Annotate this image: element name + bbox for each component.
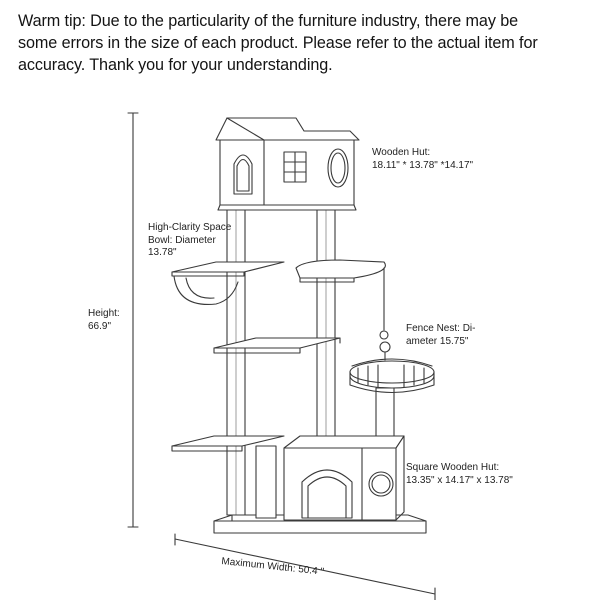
square-hut-label-line-2: 13.35" x 14.17" x 13.78" <box>406 474 513 486</box>
wooden-hut-label: Wooden Hut: 18.11" * 13.78" *14.17" <box>372 147 473 172</box>
wooden-hut-label-line-1: Wooden Hut: <box>372 147 431 158</box>
space-bowl-label-line-2: Bowl: Diameter <box>148 234 216 246</box>
top-hut <box>215 117 360 211</box>
square-hut-label-line-1: Square Wooden Hut: <box>406 462 500 473</box>
warm-tip-line-2: some errors in the size of each product.… <box>18 34 538 52</box>
fence-nest-label-line-2: ameter 15.75" <box>406 335 469 347</box>
height-label-line-1: Height: <box>88 308 120 319</box>
warm-tip-text: Warm tip: Due to the particularity of th… <box>18 10 588 76</box>
square-hut-label: Square Wooden Hut: 13.35" x 14.17" x 13.… <box>406 462 513 487</box>
space-bowl-label-line-1: High-Clarity Space <box>148 222 232 233</box>
fence-nest <box>349 341 435 441</box>
space-bowl-label: High-Clarity Space Bowl: Diameter 13.78" <box>148 222 231 260</box>
height-label-line-2: 66.9" <box>88 320 112 332</box>
fence-nest-label: Fence Nest: Di- ameter 15.75" <box>406 323 475 348</box>
right-post <box>316 209 336 439</box>
warm-tip-line-1: Warm tip: Due to the particularity of th… <box>18 12 519 30</box>
square-wooden-hut <box>283 435 405 521</box>
height-label: Height: 66.9" <box>88 308 120 333</box>
lower-left-step <box>171 435 285 519</box>
width-dimension-line <box>174 533 436 600</box>
warm-tip-line-3: accuracy. Thank you for your understandi… <box>18 56 333 74</box>
upper-right-platform <box>295 259 389 340</box>
space-bowl-platform <box>171 261 285 305</box>
height-dimension-line <box>127 112 139 528</box>
middle-platform <box>213 337 341 354</box>
wooden-hut-label-line-2: 18.11" * 13.78" *14.17" <box>372 159 474 171</box>
space-bowl-label-line-3: 13.78" <box>148 247 177 258</box>
fence-nest-label-line-1: Fence Nest: Di- <box>406 323 476 334</box>
